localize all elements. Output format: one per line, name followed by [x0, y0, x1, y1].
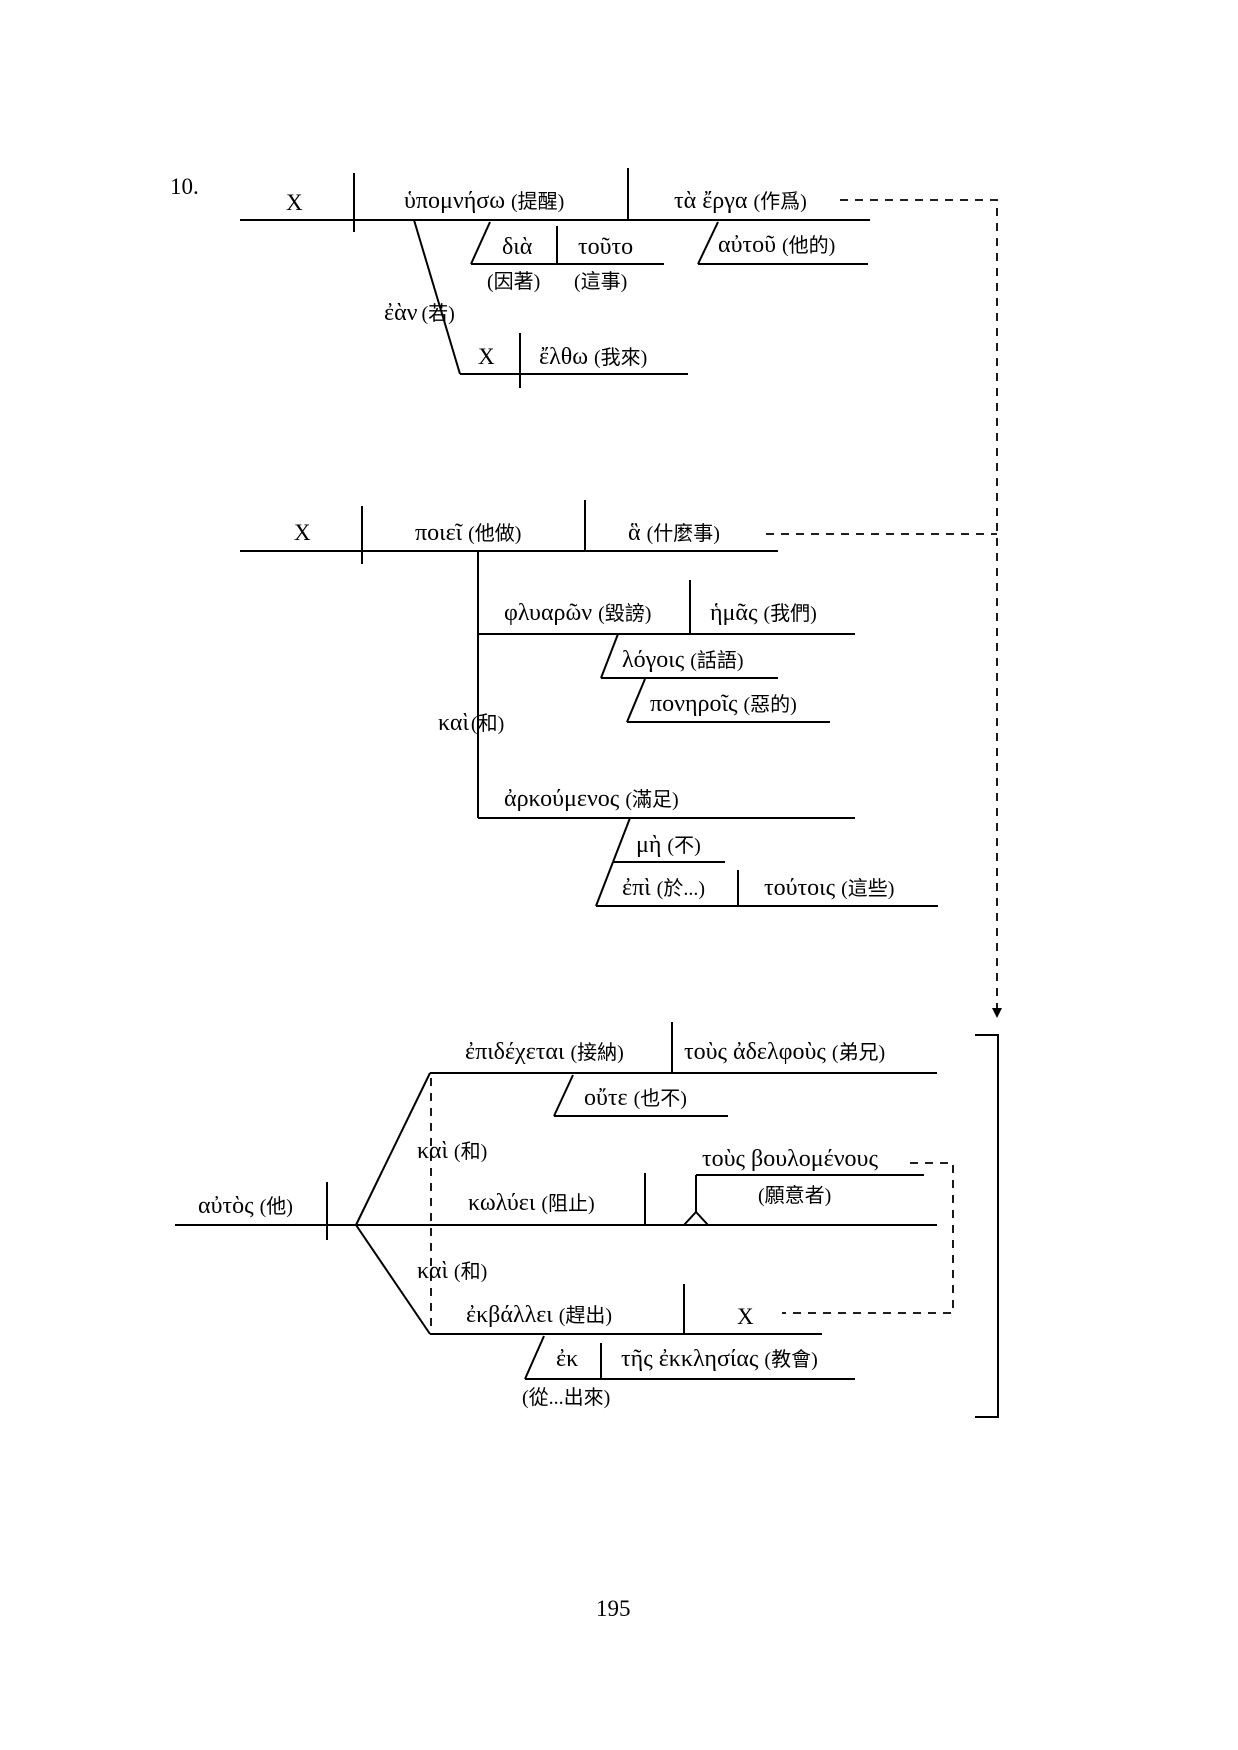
diagram-2: X ποιεῖ(他做) ἃ(什麼事) καὶ(和) φλυαρῶν(毀謗) ἡμ…: [240, 500, 997, 907]
object-gloss-3b: (願意者): [758, 1184, 831, 1207]
participle-2a: φλυαρῶν(毀謗): [504, 600, 651, 626]
dashed-connector-3: [782, 1162, 954, 1314]
subordinate-slant-1: [413, 219, 461, 375]
object-3b: τοὺς βουλομένους: [702, 1146, 878, 1172]
verb-2: ποιεῖ(他做): [415, 520, 521, 546]
verb-3b: κωλύει(阻止): [468, 1190, 595, 1216]
conjunction-2: καὶ(和): [438, 710, 504, 736]
prep-gloss-3: (從...出來): [522, 1386, 610, 1409]
prep-slant-1: [470, 221, 491, 265]
prep-slant-2: [595, 861, 614, 907]
prep-obj-3: τῆς ἐκκλησίας(教會): [621, 1346, 818, 1372]
modifier-2a: λόγοις(話語): [622, 647, 744, 673]
diagram-3: αὐτὸς(他) ἐπιδέχεται(接納) τοὺς ἀδελφοὺς(弟兄…: [175, 1022, 999, 1418]
sub-subject-1: X: [478, 344, 495, 369]
page-number: 195: [596, 1596, 631, 1621]
fork-lower-3: [355, 1224, 431, 1335]
connector-arrowhead: [992, 1008, 1002, 1018]
diagram-1: X ὑπομνήσω(提醒) τὰ ἔργα(作爲) διὰ τοῦτο (因著…: [240, 168, 1002, 1018]
verb-1: ὑπομνήσω(提醒): [404, 188, 564, 214]
modifier-1: αὐτοῦ(他的): [718, 232, 835, 258]
verb-3c: ἐκβάλλει(趕出): [466, 1302, 612, 1328]
subject-3: αὐτὸς(他): [198, 1193, 293, 1219]
prep-slant-3: [524, 1335, 545, 1380]
object-3c: X: [737, 1304, 754, 1329]
conjunction-3a: καὶ(和): [417, 1138, 487, 1164]
sub-verb-1: ἔλθω(我來): [539, 344, 647, 370]
subject-2: X: [294, 520, 311, 545]
participle-obj-2a: ἡμᾶς(我們): [710, 600, 817, 626]
prep-1: διὰ: [502, 234, 533, 260]
negation-slant-2: [612, 817, 631, 863]
pedestal-foot-3: [683, 1210, 709, 1226]
object-2: ἃ(什麼事): [628, 520, 720, 546]
object-1: τὰ ἔργα(作爲): [674, 188, 807, 214]
item-number: 10.: [170, 174, 199, 199]
dashed-connector-1: [840, 199, 998, 1008]
subject-1: X: [286, 190, 303, 215]
prep-gloss-1: (因著): [487, 270, 540, 293]
modifier-slant-1: [697, 221, 719, 265]
prep-3: ἐκ: [556, 1346, 578, 1372]
prep-obj-1: τοῦτο: [578, 234, 633, 260]
verb-3a: ἐπιδέχεται(接納): [465, 1039, 624, 1065]
modifier-2b: πονηροῖς(惡的): [650, 691, 797, 717]
prep-obj-2: τούτοις(這些): [764, 875, 894, 901]
modifier-slant-2b: [626, 678, 646, 723]
prep-2: ἐπὶ(於...): [622, 875, 705, 901]
negation-3: οὔτε(也不): [584, 1085, 687, 1111]
object-3a: τοὺς ἀδελφοὺς(弟兄): [684, 1039, 885, 1065]
conjunction-3b: καὶ(和): [417, 1258, 487, 1284]
negation-2: μὴ(不): [636, 832, 701, 858]
participle-2b: ἀρκούμενος(滿足): [504, 786, 679, 812]
negation-slant-3: [553, 1074, 574, 1117]
conjunction-1: ἐὰν(若): [384, 300, 455, 326]
prep-obj-gloss-1: (這事): [574, 270, 627, 293]
modifier-slant-2a: [600, 633, 619, 679]
bracket: [975, 1034, 999, 1418]
fork-upper-3: [355, 1072, 431, 1226]
